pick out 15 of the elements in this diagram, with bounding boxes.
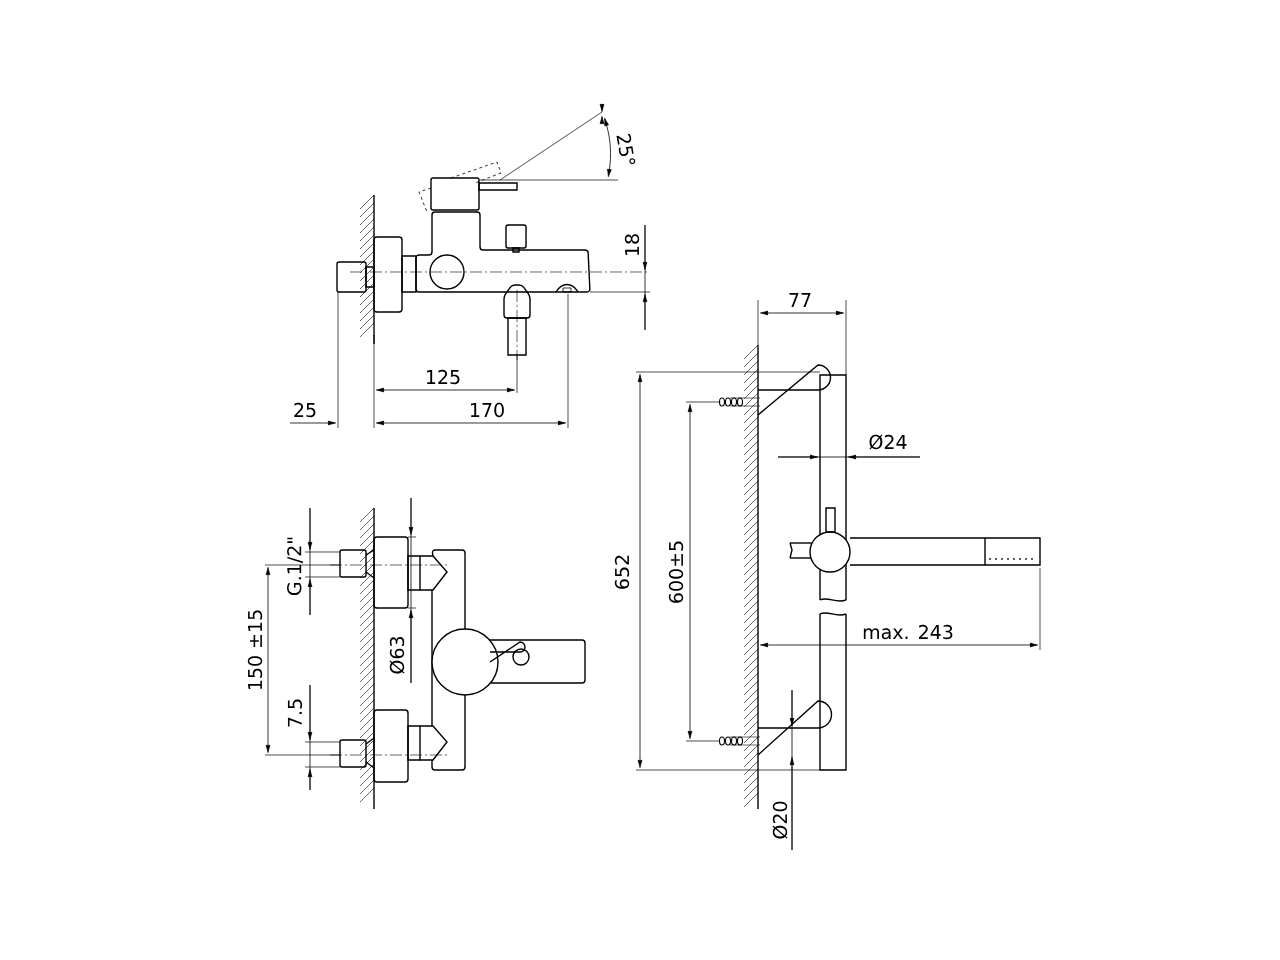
dimension-label: Ø20 [772,801,788,839]
dimension-label: 170 [470,402,504,418]
dimension-label: G.1/2" [287,537,303,595]
dimension-label: 600±5 [668,541,684,603]
dimension-label: 25 [294,402,316,418]
dimension-label: max. 243 [863,624,953,640]
dimension-label: 18 [624,234,640,255]
dimension-label: 25° [616,133,636,165]
dimension-label: 652 [614,555,630,589]
dimension-label: 150 ±15 [247,610,263,690]
dimension-label: Ø63 [389,636,405,674]
dimension-label: 77 [789,293,811,307]
dimension-label: Ø24 [869,434,907,450]
dimension-label: 7.5 [287,699,303,727]
dimension-label: 125 [426,369,460,385]
